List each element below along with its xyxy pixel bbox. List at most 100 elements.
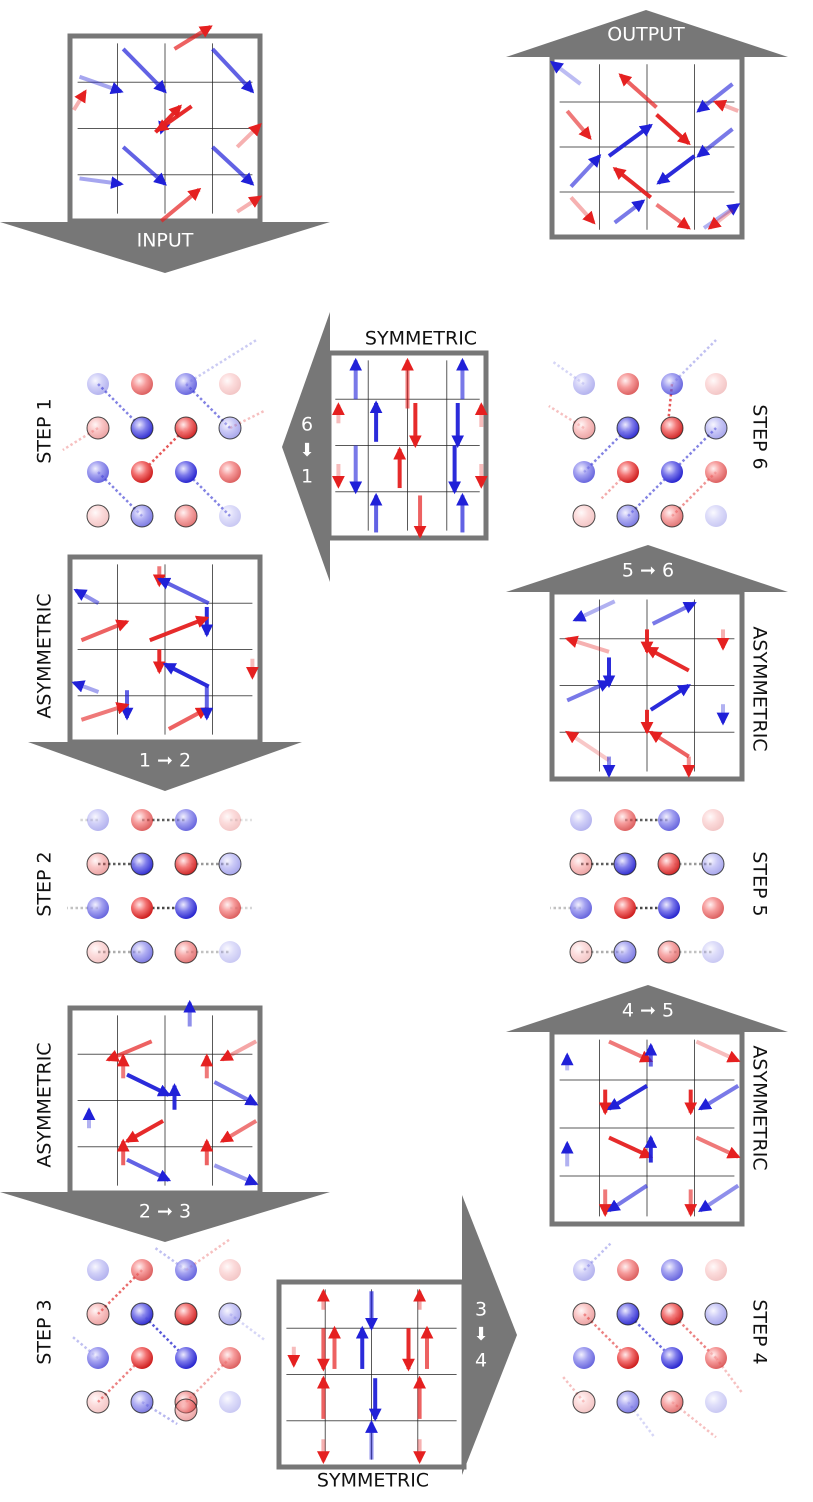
ball-ring [86,416,110,440]
spin-ball [175,941,197,963]
spin-arrow [71,680,100,694]
spin-ball [573,505,595,527]
spin-ball [131,853,153,875]
spin-arrow [608,1135,654,1159]
ball-ring [660,504,684,528]
spin-arrow [80,619,130,643]
spin-ball [658,809,680,831]
spin-ball [570,897,592,919]
spin-ball [219,373,241,395]
ball-ring [130,416,154,440]
step1-label: STEP 1 [33,398,56,464]
spin-arrow [648,730,690,759]
spin-arrow [606,1183,649,1213]
symmetric-bottom-box [276,1279,467,1470]
spin-arrow [651,601,697,626]
spin-ball [131,941,153,963]
spin-ball [175,1259,197,1281]
step5-label: STEP 5 [748,851,771,917]
spin-ball [131,1347,153,1369]
asymmetric-label-4: ASYMMETRIC [748,626,771,752]
spin-arrow [572,599,616,622]
spin-ball [175,1347,197,1369]
transition-2-3-banner [0,1192,330,1242]
spin-ball [573,1391,595,1413]
spin-arrow [78,74,124,95]
spin-arrow [656,154,696,185]
spin-ball [570,941,592,963]
spin-ball [219,853,241,875]
spin-ball [705,1303,727,1325]
ball-ring [174,504,198,528]
step2-label: STEP 2 [33,851,56,917]
spin-ball [661,1303,683,1325]
step6-label: STEP 6 [748,404,771,470]
spin-arrow [162,662,210,689]
ball-ring [572,1390,596,1414]
spin-arrow [219,1119,258,1143]
step4-label: STEP 4 [748,1299,771,1365]
spin-arrow [707,208,734,230]
spin-ball [131,461,153,483]
dotted-bond [671,1401,717,1439]
output-arrow-banner [506,10,788,57]
asymmetric-box-2-3-grid [77,1015,253,1186]
transition-3-4-banner [462,1195,517,1475]
spin-ball [175,417,197,439]
ball-ring [218,852,242,876]
spin-arrow [211,145,255,186]
spin-ball [617,1347,639,1369]
spin-ball [705,461,727,483]
spin-arrow [105,1039,153,1062]
spin-arrow [126,1157,172,1182]
ball-ring [616,504,640,528]
spin-ball [219,461,241,483]
spin-ball [661,461,683,483]
step6-lattice [548,339,728,528]
spin-ball [175,853,197,875]
spin-ball [87,1303,109,1325]
spin-ball [219,1303,241,1325]
spin-ball [705,373,727,395]
spin-arrow [695,1039,741,1063]
step2-lattice [67,809,252,964]
symmetric-bottom-label: SYMMETRIC [316,1469,430,1492]
spin-ball [131,1259,153,1281]
ball-ring [174,1302,198,1326]
spin-arrow [569,196,596,225]
spin-ball [617,1391,639,1413]
ball-ring [130,852,154,876]
spin-ball [87,897,109,919]
asymmetric-box-5-6 [549,589,745,782]
spin-ball [175,461,197,483]
spin-ball [131,1303,153,1325]
transition-3-4-bottom: 4 [474,1349,488,1372]
transition-5-6: 5 ➞ 6 [621,559,675,582]
dotted-bond [185,338,258,386]
spin-ball [87,461,109,483]
spin-ball [175,1303,197,1325]
spin-ball [661,1347,683,1369]
spin-ball [705,417,727,439]
ball-ring [174,940,198,964]
spin-ball [87,417,109,439]
ball-ring [569,852,593,876]
spin-ball [87,941,109,963]
spin-arrow [655,113,691,146]
ball-ring [174,1398,198,1422]
spin-arrow [613,199,646,225]
spin-ball [658,941,680,963]
ball-ring [86,504,110,528]
ball-ring [657,852,681,876]
transition-4-5-banner [506,985,788,1032]
spin-arrow [549,60,582,86]
spin-ball [573,373,595,395]
output-box [549,54,745,240]
asymmetric-label-1: ASYMMETRIC [33,593,56,719]
spin-ball [573,461,595,483]
spin-ball [219,809,241,831]
spin-arrow [159,187,202,223]
ball-ring [572,504,596,528]
spin-ball [570,853,592,875]
ball-ring [613,940,637,964]
